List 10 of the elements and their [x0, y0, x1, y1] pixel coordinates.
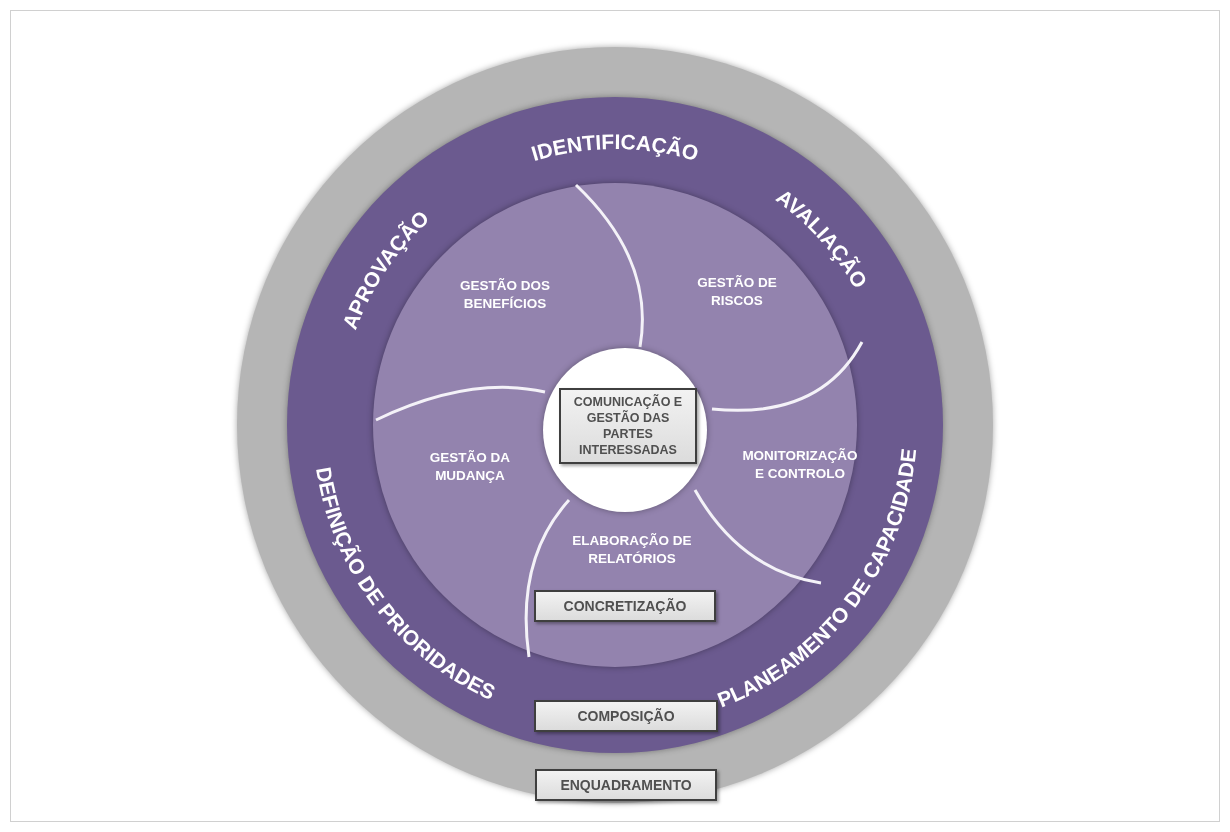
- segment-label: ELABORAÇÃO DE RELATÓRIOS: [571, 532, 693, 569]
- stage-tag: COMPOSIÇÃO: [534, 700, 718, 732]
- stage-tag: CONCRETIZAÇÃO: [534, 590, 716, 622]
- ring-label: IDENTIFICAÇÃO: [528, 129, 702, 165]
- segment-label: MONITORIZAÇÃO E CONTROLO: [741, 447, 858, 482]
- segment-label: GESTÃO DE RISCOS: [696, 275, 777, 311]
- stage-tag: ENQUADRAMENTO: [535, 769, 717, 801]
- center-label-box: COMUNICAÇÃO E GESTÃO DAS PARTES INTERESSADAS: [559, 388, 697, 464]
- segment-label: GESTÃO DOS BENEFÍCIOS: [459, 277, 551, 314]
- segment-label: GESTÃO DA MUDANÇA: [428, 449, 512, 486]
